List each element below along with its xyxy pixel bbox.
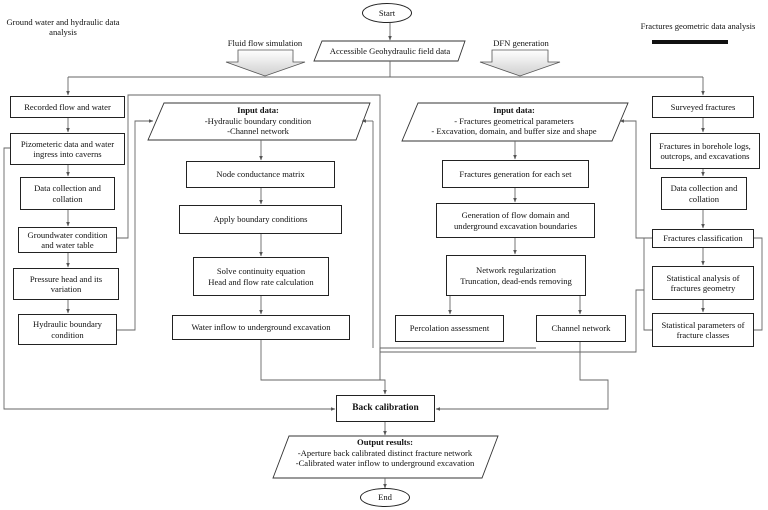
input-dfn-shape	[401, 102, 629, 142]
conn-c4-loop-left	[643, 237, 652, 331]
input-dfn-text: Input data: - Fractures geometrical para…	[410, 105, 618, 140]
box-fractures-generation: Fractures generation for each set	[442, 160, 589, 188]
block-arrow-fluid	[225, 49, 306, 77]
text-line: -Aperture back calibrated distinct fract…	[297, 447, 473, 458]
text-line: - Excavation, domain, and buffer size an…	[431, 126, 597, 137]
header-groundwater: Ground water and hydraulic data analysis	[6, 16, 120, 37]
block-arrow-dfn	[479, 49, 561, 77]
text-line: Network regularization	[476, 265, 556, 276]
box-back-calibration: Back calibration	[336, 395, 435, 422]
box-node-conductance: Node conductance matrix	[186, 161, 335, 188]
input-dfn-lines: - Fractures geometrical parameters- Exca…	[410, 116, 618, 137]
text-line: -Hydraulic boundary condition	[204, 115, 312, 126]
box-surveyed-fractures: Surveyed fractures	[652, 96, 754, 118]
conn-c4-to-dfn-input	[619, 119, 644, 239]
box-flow-domain: Generation of flow domain and undergroun…	[436, 203, 595, 238]
box-water-inflow: Water inflow to underground excavation	[172, 315, 350, 340]
input-dfn-title: Input data:	[493, 105, 535, 115]
start-node: Start	[362, 3, 412, 23]
conn-channel-back	[435, 342, 609, 411]
text-line: Head and flow rate calculation	[208, 276, 314, 287]
box-data-collection-1: Data collection and collation	[20, 177, 115, 210]
text-line: Truncation, dead-ends removing	[460, 275, 572, 286]
box-recorded-flow: Recorded flow and water	[10, 96, 125, 118]
box-apply-bc: Apply boundary conditions	[179, 205, 342, 234]
box-groundwater-condition: Groundwater condition and water table	[18, 227, 117, 253]
input-fluid-shape	[147, 102, 371, 141]
box-fractures-classification: Fractures classification	[652, 229, 754, 248]
end-node: End	[360, 488, 410, 507]
input-fluid-lines: -Hydraulic boundary condition-Channel ne…	[160, 116, 356, 137]
conn-channel-fluid-input	[379, 347, 536, 380]
output-title: Output results:	[357, 437, 413, 447]
text-line: -Channel network	[227, 126, 289, 137]
input-fluid-text: Input data: -Hydraulic boundary conditio…	[160, 105, 356, 139]
box-percolation: Percolation assessment	[395, 315, 504, 342]
box-channel-network: Channel network	[536, 315, 626, 342]
output-text: Output results: -Aperture back calibrate…	[282, 437, 488, 477]
box-statistical-analysis: Statistical analysis of fractures geomet…	[652, 266, 754, 300]
box-borehole-logs: Fractures in borehole logs, outcrops, an…	[650, 133, 760, 169]
conn-loop-groundwater	[117, 94, 381, 380]
header-dfn: DFN generation	[493, 37, 549, 48]
text-line: -Calibrated water inflow to underground …	[295, 458, 475, 469]
input-fluid-title: Input data:	[237, 105, 279, 115]
box-piezometric: Pizometeric data and water ingress into …	[10, 133, 125, 165]
conn-c2-to-back	[260, 340, 387, 395]
header-bar-fractures	[652, 40, 728, 44]
accessible-data-shape	[313, 40, 466, 62]
conn-c1-to-fluid-input	[117, 119, 154, 331]
header-accessible: Accessible Geohydraulic field data	[329, 45, 451, 56]
box-hydraulic-boundary: Hydraulic boundary condition	[18, 314, 117, 345]
box-data-collection-2: Data collection and collation	[661, 177, 747, 210]
text-line: Solve continuity equation	[216, 266, 306, 277]
output-lines: -Aperture back calibrated distinct fract…	[282, 448, 488, 469]
text-line: - Fractures geometrical parameters	[454, 115, 574, 126]
output-shape	[272, 435, 499, 479]
box-pressure-head: Pressure head and its variation	[13, 268, 119, 300]
box-statistical-parameters: Statistical parameters of fracture class…	[652, 313, 754, 347]
header-fractures-geo: Fractures geometric data analysis	[640, 20, 756, 31]
conn-c4-loop-right	[754, 237, 763, 331]
header-fluid: Fluid flow simulation	[227, 37, 303, 48]
conn-c4-stats-back	[380, 289, 644, 353]
